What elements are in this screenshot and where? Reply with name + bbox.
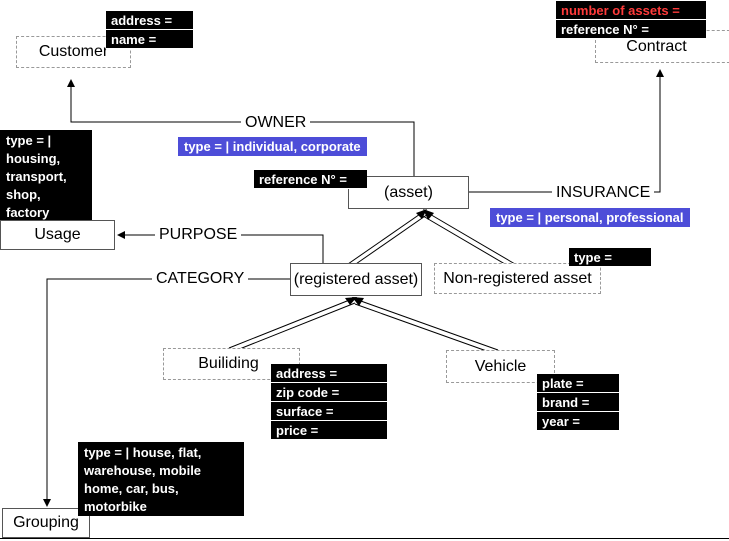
contract-attr-reference: reference N° =: [556, 20, 706, 39]
owner-type-note: type = | individual, corporate: [178, 137, 367, 156]
isa-vehicle-line-a: [357, 299, 499, 351]
owner-attributes: reference N° =: [254, 170, 367, 189]
grouping-label: Grouping: [13, 514, 79, 531]
customer-attr-name: name =: [106, 30, 193, 49]
vehicle-label: Vehicle: [474, 357, 527, 375]
vehicle-entity[interactable]: Vehicle: [446, 350, 555, 383]
vehicle-attr-plate: plate =: [537, 374, 619, 393]
isa-registered-line-b: [352, 213, 429, 267]
isa-nonregistered-line-a: [427, 212, 516, 265]
building-attr-zip-code: zip code =: [271, 383, 387, 402]
insurance-type-note: type = | personal, professional: [490, 208, 690, 227]
building-attr-address: address =: [271, 364, 387, 383]
asset-label: (asset): [384, 183, 433, 201]
non-registered-asset-label: Non-registered asset: [443, 269, 592, 287]
isa-vehicle-line-b: [354, 303, 496, 355]
customer-attr-address: address =: [106, 11, 193, 30]
grouping-type-note: type = | house, flat, warehouse, mobile …: [78, 442, 244, 516]
isa-nonregistered-line-b: [422, 215, 511, 268]
isa-vehicle-arrow: [352, 297, 364, 306]
registered-asset-label: (registered asset): [293, 270, 419, 288]
vehicle-attr-brand: brand =: [537, 393, 619, 412]
owner-attr-reference: reference N° =: [254, 170, 367, 189]
building-label: Builiding: [198, 355, 259, 372]
bottom-border-line: [0, 538, 729, 539]
contract-attr-number-of-assets: number of assets =: [556, 1, 706, 20]
isa-building-line-b: [231, 302, 356, 353]
customer-label: Customer: [38, 43, 109, 60]
non-registered-asset-entity[interactable]: Non-registered asset: [434, 263, 601, 294]
building-attributes: address = zip code = surface = price =: [271, 364, 387, 440]
isa-registered-line-a: [347, 211, 424, 265]
insurance-relation-label: INSURANCE: [552, 183, 655, 203]
asset-entity[interactable]: (asset): [348, 176, 469, 209]
building-attr-price: price =: [271, 421, 387, 440]
purpose-relation-label: PURPOSE: [155, 225, 242, 245]
vehicle-attributes: plate = brand = year =: [537, 374, 619, 431]
non-registered-attributes: type =: [569, 248, 651, 267]
isa-nonregistered-arrow: [423, 209, 434, 220]
non-registered-attr-type: type =: [569, 248, 651, 267]
contract-attributes: number of assets = reference N° =: [556, 1, 706, 39]
vehicle-attr-year: year =: [537, 412, 619, 431]
contract-label: Contract: [626, 37, 687, 55]
usage-entity[interactable]: Usage: [0, 220, 115, 250]
grouping-entity[interactable]: Grouping: [2, 508, 90, 538]
customer-attributes: address = name =: [106, 11, 193, 49]
owner-relation-label: OWNER: [241, 113, 311, 133]
usage-type-note: type = | housing, transport, shop, facto…: [0, 130, 92, 220]
building-attr-surface: surface =: [271, 402, 387, 421]
usage-label: Usage: [34, 226, 81, 243]
insurance-line: [469, 69, 664, 193]
registered-asset-entity[interactable]: (registered asset): [290, 263, 422, 296]
isa-building-line-a: [228, 298, 353, 349]
category-relation-label: CATEGORY: [152, 269, 249, 289]
